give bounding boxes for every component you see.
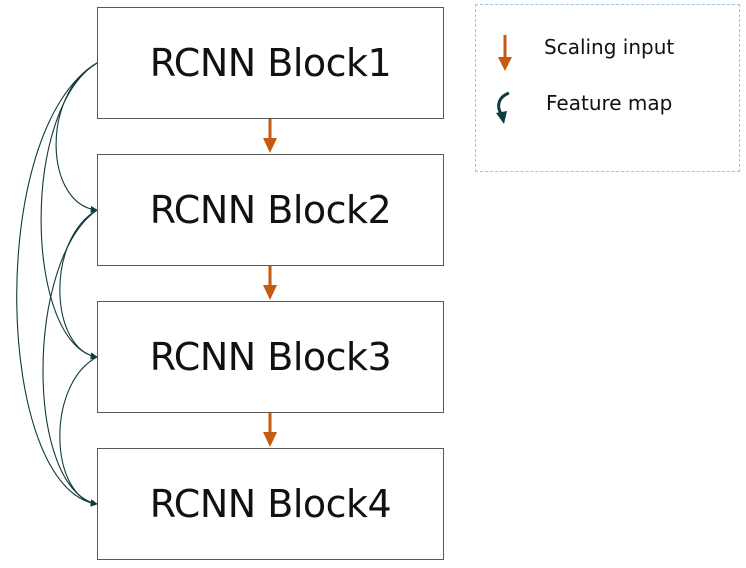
feature-curve-b3-b4	[59, 356, 98, 507]
rcnn-block-2: RCNN Block2	[97, 154, 444, 266]
rcnn-block-3-label: RCNN Block3	[149, 335, 392, 379]
feature-curve-b2-b4	[42, 209, 98, 507]
feature-curve-b1-b4	[16, 62, 98, 507]
curved-arrow-icon	[496, 91, 510, 124]
scaling-arrow-b1-b2	[263, 119, 277, 153]
legend-scaling-input-label: Scaling input	[544, 35, 675, 59]
feature-curve-b2-b3	[59, 209, 98, 360]
feature-curve-b1-b3	[40, 62, 98, 360]
down-arrow-icon	[498, 35, 512, 71]
feature-curve-b1-b2	[55, 62, 98, 213]
rcnn-block-4-label: RCNN Block4	[149, 482, 392, 526]
legend: Scaling input Feature map	[475, 4, 740, 172]
rcnn-block-1: RCNN Block1	[97, 7, 444, 119]
rcnn-block-2-label: RCNN Block2	[149, 188, 392, 232]
rcnn-block-3: RCNN Block3	[97, 301, 444, 413]
scaling-arrow-b3-b4	[263, 413, 277, 447]
rcnn-block-4: RCNN Block4	[97, 448, 444, 560]
rcnn-block-1-label: RCNN Block1	[149, 41, 392, 85]
legend-feature-map-label: Feature map	[546, 91, 673, 115]
scaling-arrow-b2-b3	[263, 266, 277, 300]
scaling-arrows	[263, 119, 277, 447]
